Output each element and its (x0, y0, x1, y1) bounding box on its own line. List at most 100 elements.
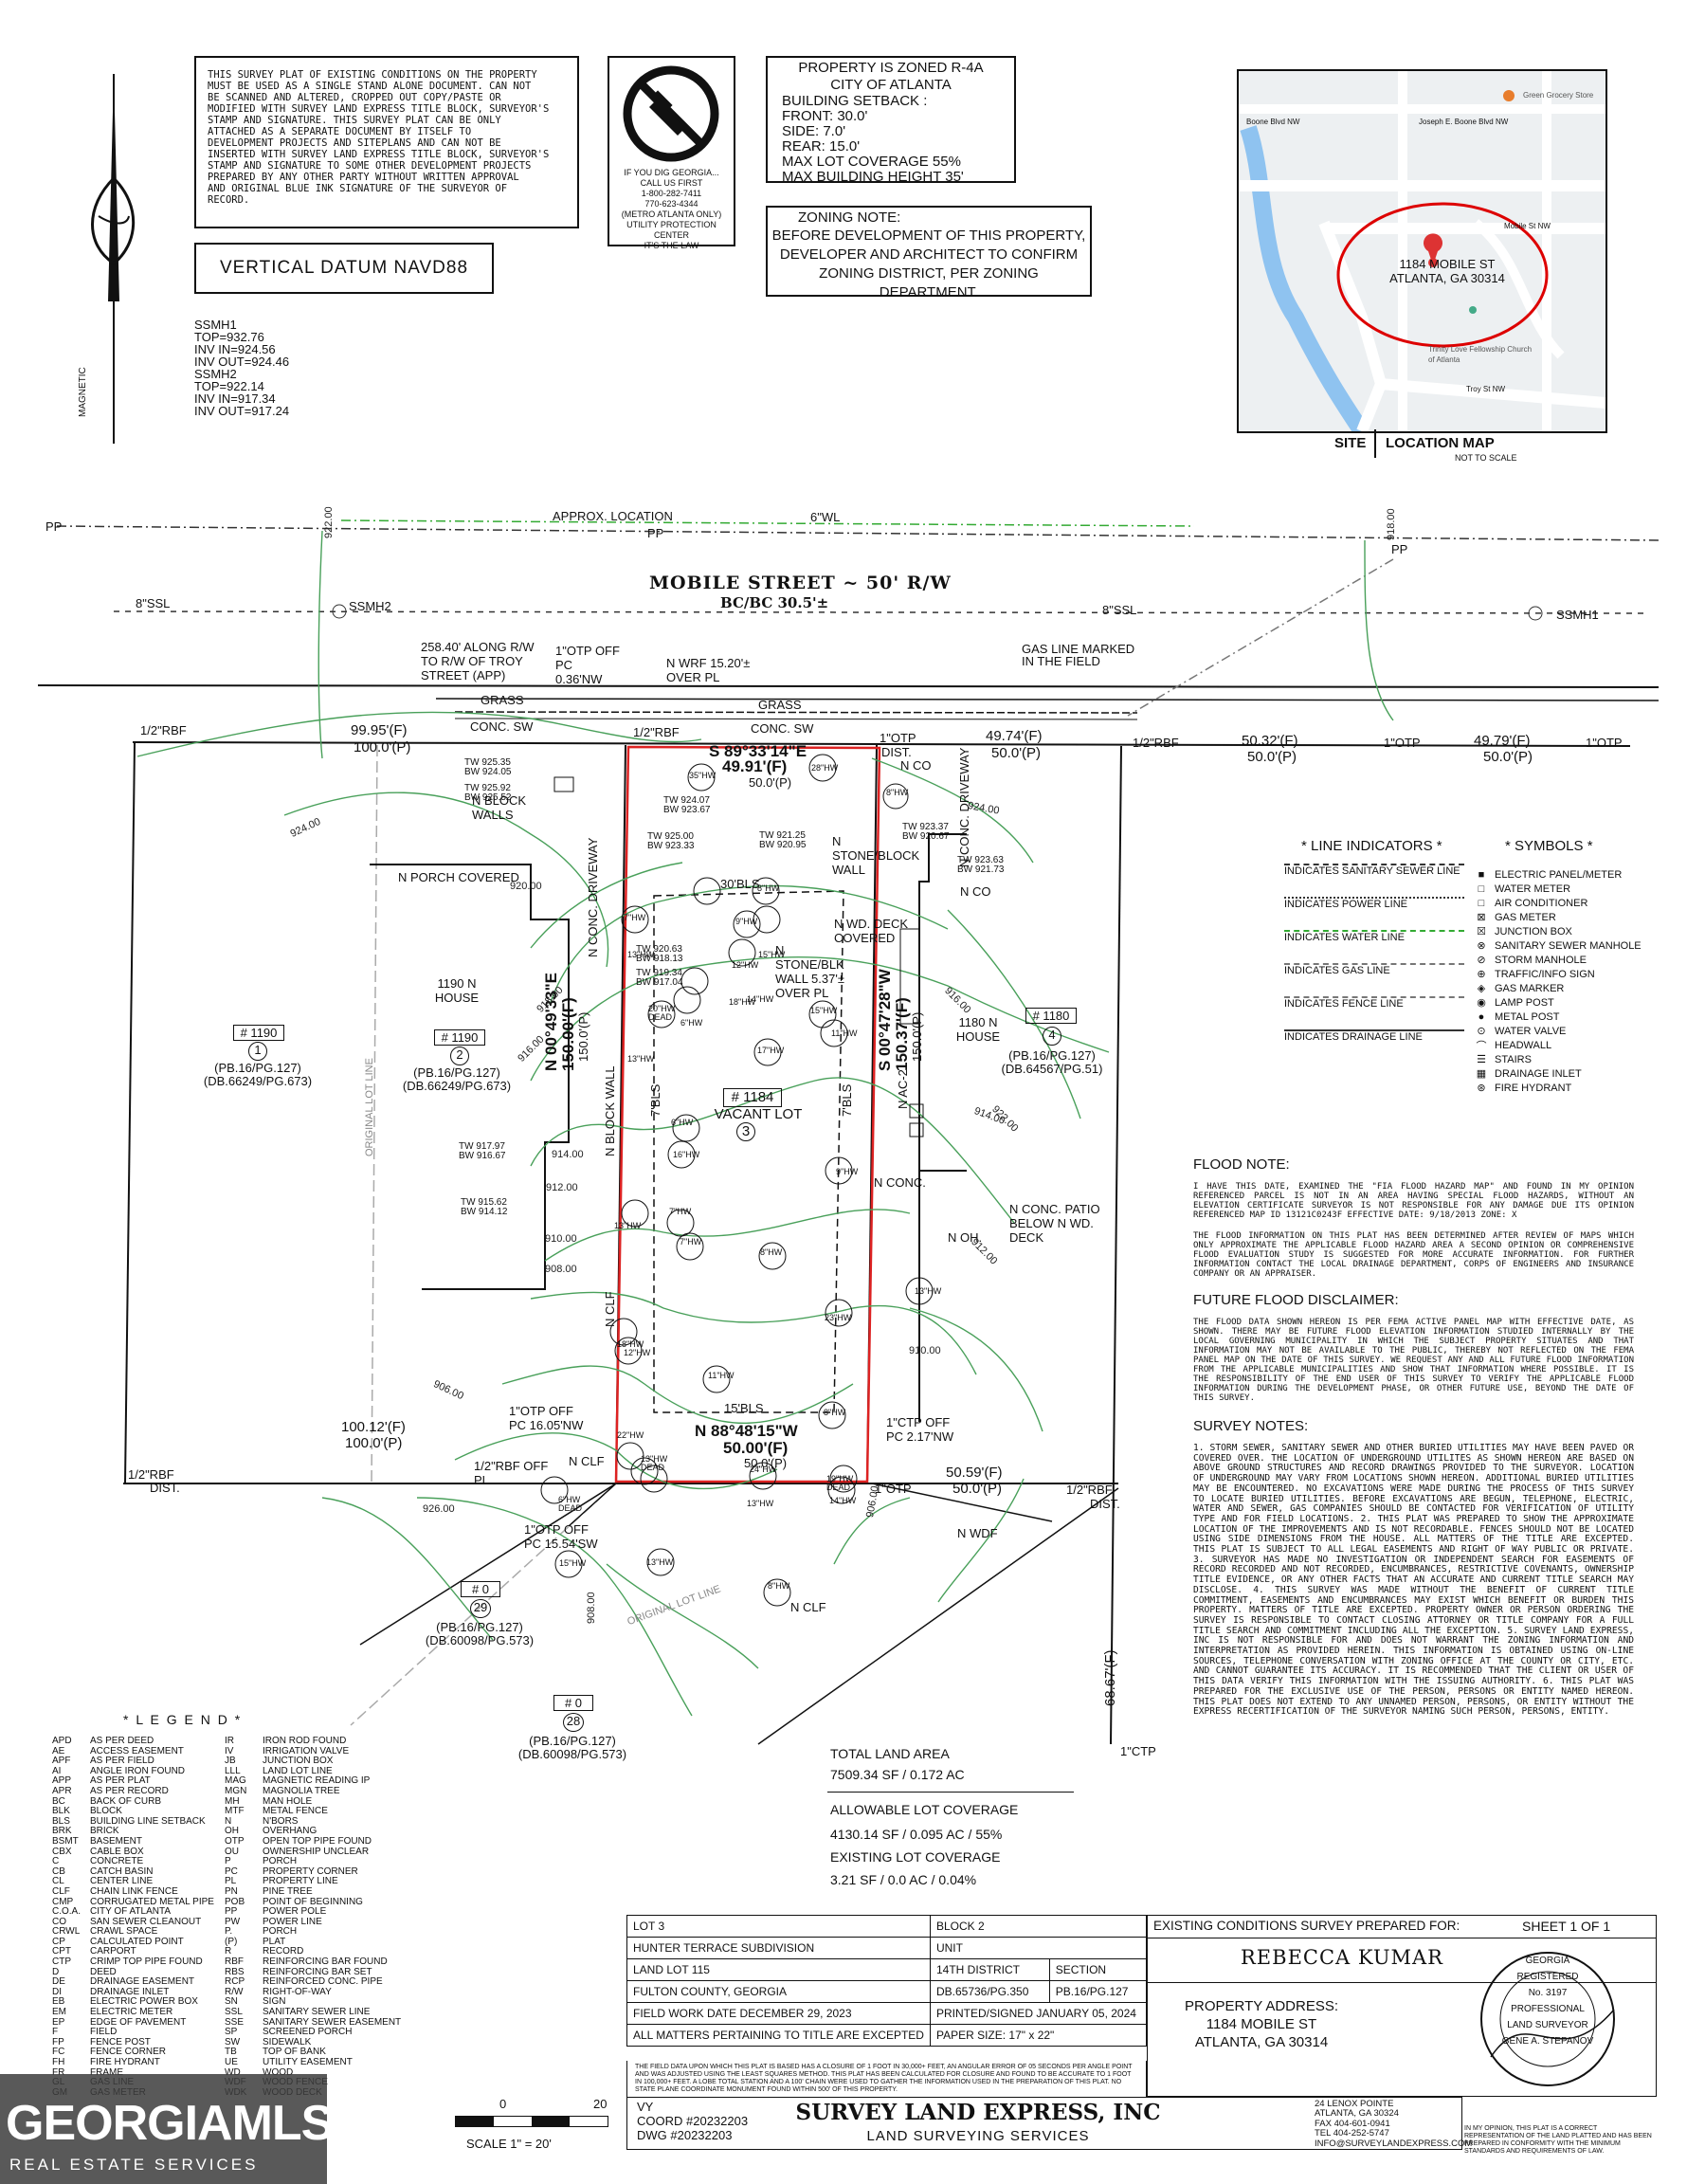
legend-abbr: FC (52, 2047, 65, 2058)
legend-meaning: ANGLE IRON FOUND (90, 1765, 186, 1776)
area-block: TOTAL LAND AREA 7509.34 SF / 0.172 AC AL… (827, 1746, 1074, 1887)
lot-1190-house: 1190 N HOUSE (434, 976, 480, 1005)
tree-label: 8"HW (886, 788, 909, 797)
legend-abbr: PN (225, 1885, 238, 1897)
orig-lot-line-1: ORIGINAL LOT LINE (364, 1058, 375, 1156)
legend-abbr: EP (52, 2016, 65, 2028)
scale-twenty: 20 (593, 2097, 608, 2111)
rbf-se: 1/2"RBF (1066, 1483, 1113, 1497)
off-pc-1: 1"OTP OFF PC 16.05'NW (509, 1404, 584, 1432)
legend-meaning: REINFORCED CONC. PIPE (263, 1976, 383, 1988)
symbol-label: GAS MARKER (1495, 982, 1565, 994)
map-street-troy: Troy St NW (1466, 385, 1506, 393)
symbol-label: STAIRS (1495, 1053, 1532, 1065)
legend-meaning: CALCULATED POINT (90, 1936, 184, 1947)
zoning-note-title: ZONING NOTE: (798, 209, 901, 226)
disclaimer-line: DEVELOPMENT PROJECTS AND SITEPLANS AND C… (208, 137, 501, 149)
legend-meaning: CENTER LINE (90, 1876, 154, 1887)
symbol-label: AIR CONDITIONER (1495, 897, 1588, 909)
zoning-rear: REAR: 15.0' (782, 138, 861, 155)
legend-meaning: CRIMP TOP PIPE FOUND (90, 1956, 203, 1968)
legend-meaning: AS PER RECORD (90, 1785, 169, 1796)
tree-label: 13"HW (915, 1286, 942, 1296)
legend-meaning: IRON ROD FOUND (263, 1736, 347, 1746)
zoning-title: PROPERTY IS ZONED R-4A (798, 60, 984, 76)
symbol-label: WATER VALVE (1495, 1025, 1567, 1037)
tree-label: 12"HW (732, 960, 759, 970)
line-indicator-label: INDICATES GAS LINE (1284, 965, 1390, 976)
contour-label: 908.00 (545, 1264, 577, 1275)
location-map: 1184 MOBILE ST ATLANTA, GA 30314 Boone B… (1237, 69, 1607, 433)
symbol-row: ⊕TRAFFIC/INFO SIGN (1474, 967, 1642, 981)
symbol-label: SANITARY SEWER MANHOLE (1495, 939, 1642, 952)
legend-abbr: CPT (52, 1946, 71, 1957)
symbol-icon: □ (1478, 897, 1485, 909)
symbol-icon: ⌒ (1476, 1040, 1487, 1052)
disclaimer-line: MUST BE USED AS A SINGLE STAND ALONE DOC… (208, 81, 532, 92)
legend-abbr: APP (52, 1775, 72, 1787)
legend-meaning: IRRIGATION VALVE (263, 1745, 350, 1756)
bls-7-left: 7'BLS (648, 1083, 662, 1117)
dist-se: DIST. (1090, 1497, 1120, 1511)
zoning-note-box: ZONING NOTE: BEFORE DEVELOPMENT OF THIS … (766, 206, 1092, 300)
tree-label: 20"HW DEAD (648, 1004, 676, 1022)
legend-row: C.O.A.CITY OF ATLANTA (52, 1906, 214, 1918)
legend-abbr: CB (52, 1866, 65, 1877)
symbol-icon: ◉ (1477, 997, 1486, 1009)
line-indicator-label: INDICATES FENCE LINE (1284, 998, 1404, 1010)
symbol-label: ELECTRIC PANEL/METER (1495, 868, 1623, 881)
wall-elevation: TW 920.63 BW 918.13 (636, 944, 683, 964)
legend-abbr: MTF (225, 1806, 245, 1817)
map-scale-note: NOT TO SCALE (1455, 453, 1517, 463)
dig-line: IT'S THE LAW (644, 241, 699, 250)
line-indicator: INDICATES POWER LINE (1284, 897, 1469, 924)
stone-wall-label: N STONE/BLOCK WALL (832, 834, 920, 877)
east-dist-plat: 150.0'(P) (910, 1011, 924, 1062)
symbol-row: ⊘STORM MANHOLE (1474, 953, 1642, 967)
dist-n: DIST. (881, 745, 912, 759)
otp-n: 1"OTP (880, 731, 916, 745)
legend-meaning: SIDEWALK (263, 2036, 312, 2048)
west-dist-field: 150.00'(F) (559, 997, 577, 1071)
manhole-line: TOP=932.76 (194, 330, 264, 344)
zoning-max-coverage: MAX LOT COVERAGE 55% (782, 154, 961, 170)
map-address-2: ATLANTA, GA 30314 (1389, 271, 1505, 285)
mls-sub: REAL ESTATE SERVICES (9, 2156, 259, 2174)
survey-notes-title: SURVEY NOTES: (1193, 1418, 1309, 1434)
disclaimer-box: THIS SURVEY PLAT OF EXISTING CONDITIONS … (194, 56, 579, 228)
mls-brand: GEORGIAMLS (6, 2096, 334, 2151)
legend-meaning: MAGNETIC READING IP (263, 1775, 371, 1787)
legend-meaning: CITY OF ATLANTA (90, 1906, 172, 1918)
dim-east1-field: 49.74'(F) (986, 728, 1043, 744)
symbol-row: ☰STAIRS (1474, 1052, 1642, 1066)
symbols-title: * SYMBOLS * (1505, 838, 1593, 854)
legend-meaning: FENCE CORNER (90, 2047, 167, 2058)
legend-title: * L E G E N D * (123, 1712, 243, 1727)
off-pc-2: 1"OTP OFF PC 15.54'SW (524, 1522, 598, 1551)
vacant-lot-label: VACANT LOT (714, 1106, 803, 1122)
tb-vy: VY (637, 2100, 654, 2114)
symbol-icon: ⊘ (1477, 955, 1486, 966)
legend-abbr: D (52, 1966, 60, 1977)
legend-abbr: BRK (52, 1826, 72, 1837)
zoning-box: PROPERTY IS ZONED R-4A CITY OF ATLANTA B… (766, 56, 1016, 185)
legend-abbr: R (225, 1946, 232, 1957)
tree-label: 15"HW (758, 950, 786, 959)
legend-meaning: TOP OF BANK (263, 2047, 326, 2058)
legend-abbr: TB (225, 2047, 237, 2058)
legend-abbr: SSE (225, 2016, 245, 2028)
legend-meaning: N'BORS (263, 1815, 299, 1827)
street-name: MOBILE STREET ~ 50' R/W (649, 573, 952, 593)
tree-label: 15"HW (810, 1006, 838, 1015)
lot-1180-num: # 1180 (1025, 1008, 1077, 1024)
line-indicators-title: * LINE INDICATORS * (1301, 838, 1442, 854)
